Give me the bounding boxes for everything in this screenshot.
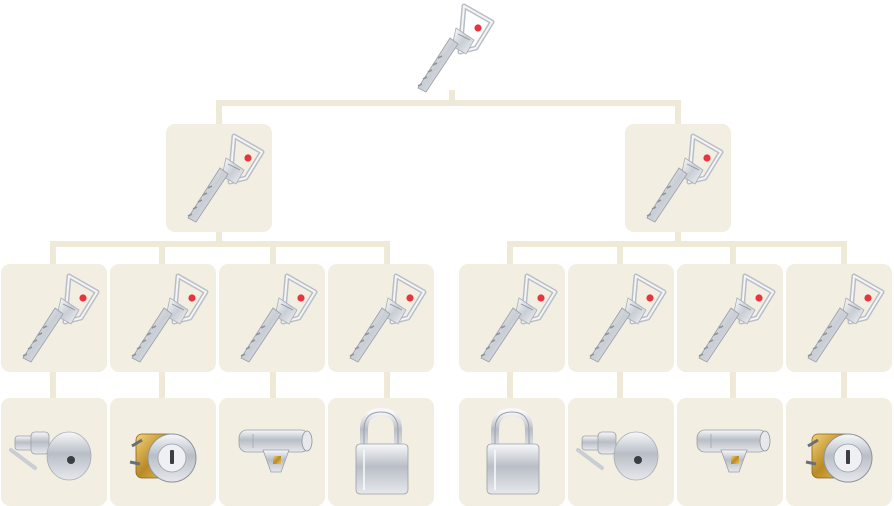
lock-1-2[interactable] <box>110 398 216 506</box>
user-key-icon <box>110 264 216 372</box>
connector-lock-2-4 <box>841 370 847 400</box>
connector-lock-1-2 <box>159 370 165 400</box>
connector-user-2-1 <box>507 241 513 265</box>
connector-user-1-4 <box>384 241 390 265</box>
connector-lock-1-1 <box>50 370 56 400</box>
master-key[interactable] <box>400 0 506 100</box>
user-key-1-1[interactable] <box>1 264 107 372</box>
euro-cylinder-lock-icon <box>696 429 771 473</box>
connector-lock-1-3 <box>270 370 276 400</box>
user-key-icon <box>459 264 565 372</box>
group-key-2[interactable] <box>625 124 731 232</box>
user-key-1-4[interactable] <box>328 264 434 372</box>
euro-cylinder-lock-icon <box>238 429 313 473</box>
cam-lock-icon <box>128 432 198 484</box>
user-key-icon <box>677 264 783 372</box>
lock-2-2[interactable] <box>568 398 674 506</box>
connector-lock-2-3 <box>730 370 736 400</box>
connector-user-1-1 <box>50 241 56 265</box>
connector-user-1-2 <box>159 241 165 265</box>
lock-1-4[interactable] <box>328 398 434 506</box>
connector-lock-1-4 <box>384 370 390 400</box>
user-key-2-4[interactable] <box>786 264 892 372</box>
master-key-icon <box>400 0 506 100</box>
user-key-icon <box>219 264 325 372</box>
lock-2-3[interactable] <box>677 398 783 506</box>
padlock-icon <box>459 398 565 506</box>
knob-cylinder-lock-icon <box>576 430 660 482</box>
lock-2-4[interactable] <box>786 398 892 506</box>
connector-lock-2-1 <box>507 370 513 400</box>
user-key-2-1[interactable] <box>459 264 565 372</box>
connector-group-1-drop <box>216 230 222 246</box>
user-key-icon <box>568 264 674 372</box>
connector-group-2-stem <box>675 100 681 126</box>
group-key-icon <box>625 124 731 232</box>
cam-lock-icon <box>804 432 874 484</box>
connector-group-1-bar <box>50 241 390 247</box>
connector-user-2-4 <box>841 241 847 265</box>
group-key-icon <box>166 124 272 232</box>
user-key-icon <box>786 264 892 372</box>
knob-cylinder-lock-icon <box>9 430 93 482</box>
connector-root-bar <box>216 100 681 106</box>
connector-root-stem <box>449 90 455 106</box>
connector-group-1-stem <box>216 100 222 126</box>
lock-1-3[interactable] <box>219 398 325 506</box>
user-key-icon <box>1 264 107 372</box>
user-key-icon <box>328 264 434 372</box>
connector-user-2-3 <box>730 241 736 265</box>
user-key-1-2[interactable] <box>110 264 216 372</box>
group-key-1[interactable] <box>166 124 272 232</box>
user-key-2-3[interactable] <box>677 264 783 372</box>
lock-1-1[interactable] <box>1 398 107 506</box>
padlock-icon <box>328 398 434 506</box>
connector-user-1-3 <box>270 241 276 265</box>
connector-group-2-bar <box>507 241 847 247</box>
user-key-2-2[interactable] <box>568 264 674 372</box>
connector-user-2-2 <box>617 241 623 265</box>
connector-group-2-drop <box>675 230 681 246</box>
connector-lock-2-2 <box>617 370 623 400</box>
user-key-1-3[interactable] <box>219 264 325 372</box>
lock-2-1[interactable] <box>459 398 565 506</box>
